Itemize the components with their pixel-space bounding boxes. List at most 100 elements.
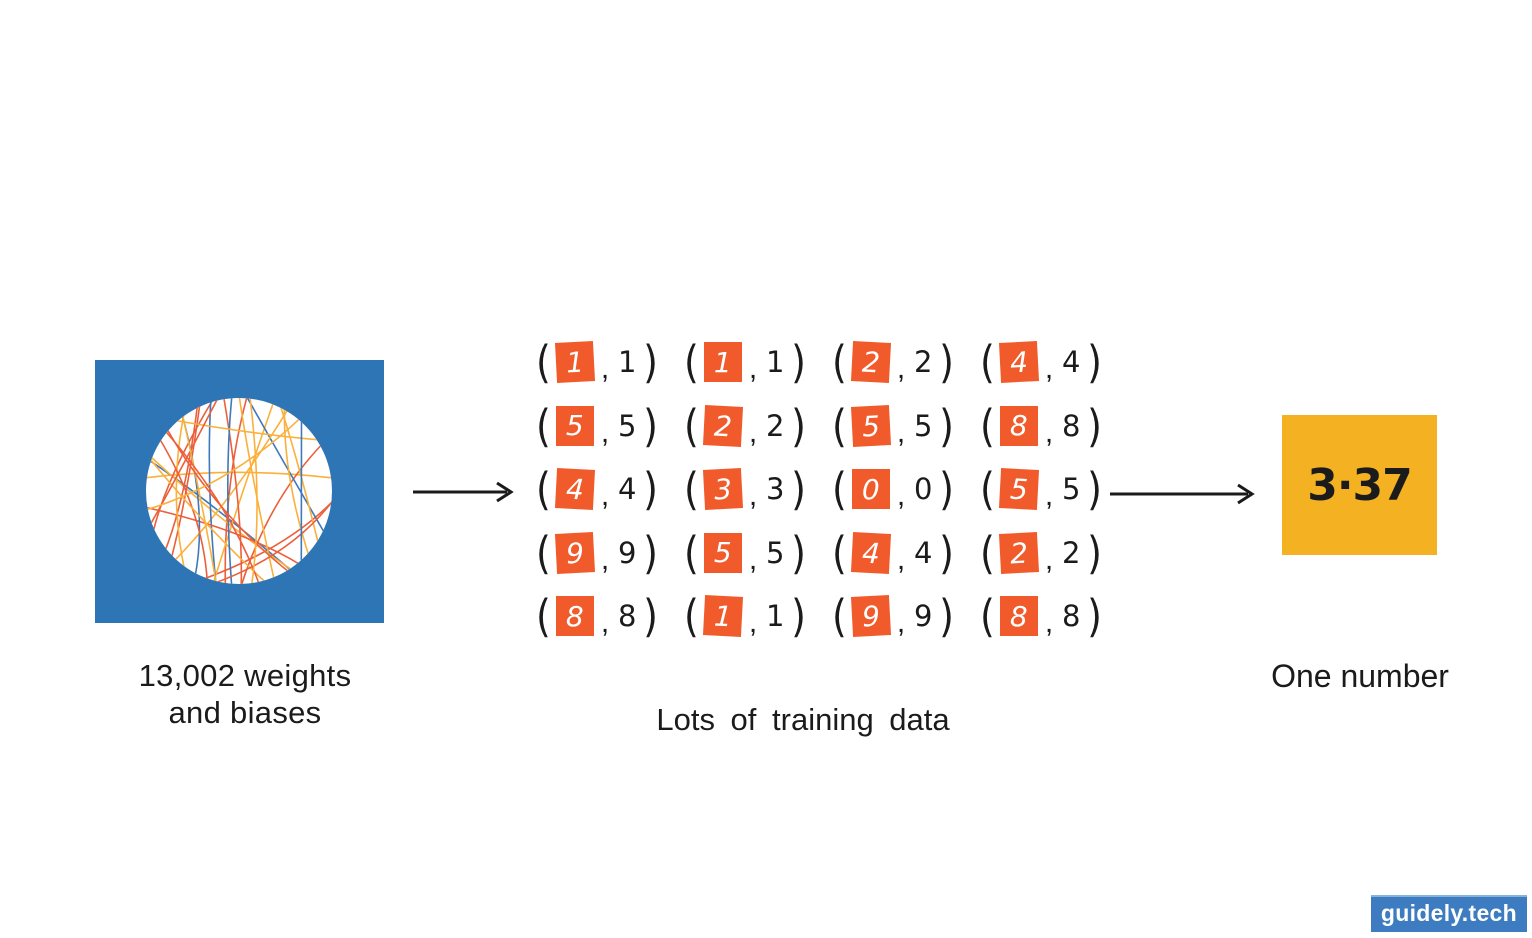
open-paren: ( xyxy=(980,590,995,642)
comma: , xyxy=(600,352,610,385)
handwritten-digit-image: 0 xyxy=(851,469,890,509)
digit-label: 8 xyxy=(1061,408,1081,443)
training-pair: (5,5) xyxy=(829,399,957,452)
arrow-right-icon xyxy=(1110,483,1255,505)
handwritten-digit-image: 8 xyxy=(555,596,594,636)
training-pair: (4,4) xyxy=(533,463,661,515)
comma: , xyxy=(748,542,758,576)
open-paren: ( xyxy=(832,590,847,642)
training-pair: (2,2) xyxy=(829,336,957,388)
handwritten-digit-image: 4 xyxy=(998,341,1039,383)
open-paren: ( xyxy=(684,590,699,642)
handwritten-digit-image: 2 xyxy=(998,531,1039,574)
digit-label: 1 xyxy=(617,345,637,379)
training-caption: Lots of training data xyxy=(656,702,950,737)
comma: , xyxy=(748,415,758,449)
digit-label: 4 xyxy=(913,535,933,570)
training-pair: (8,8) xyxy=(977,399,1105,452)
open-paren: ( xyxy=(684,463,699,515)
comma: , xyxy=(600,542,610,576)
training-row: (8,8)(1,1)(9,9)(8,8) xyxy=(533,590,1125,642)
open-paren: ( xyxy=(536,590,551,642)
handwritten-digit-image: 5 xyxy=(703,532,742,573)
comma: , xyxy=(896,542,906,576)
digit-label: 5 xyxy=(913,408,933,443)
open-paren: ( xyxy=(536,463,551,515)
training-row: (9,9)(5,5)(4,4)(2,2) xyxy=(533,526,1125,579)
handwritten-digit-image: 1 xyxy=(554,341,595,383)
handwritten-digit-image: 1 xyxy=(703,342,742,382)
training-pair: (5,5) xyxy=(533,399,661,452)
training-pair: (9,9) xyxy=(829,590,957,642)
open-paren: ( xyxy=(980,526,995,579)
handwritten-digit-image: 5 xyxy=(850,404,891,447)
network-illustration xyxy=(146,398,332,584)
close-paren: ) xyxy=(1087,526,1102,579)
comma: , xyxy=(1044,542,1054,576)
digit-label: 2 xyxy=(913,345,933,379)
open-paren: ( xyxy=(980,463,995,515)
comma: , xyxy=(1044,606,1054,639)
comma: , xyxy=(600,479,610,512)
handwritten-digit-image: 8 xyxy=(999,405,1038,446)
training-pair: (5,5) xyxy=(977,463,1105,515)
training-pair: (3,3) xyxy=(681,463,809,515)
digit-label: 4 xyxy=(617,472,637,506)
output-box: 3·37 xyxy=(1282,415,1437,555)
open-paren: ( xyxy=(536,526,551,579)
digit-label: 2 xyxy=(1061,535,1081,570)
open-paren: ( xyxy=(980,336,995,388)
tangle-lines xyxy=(146,398,332,584)
training-pair: (9,9) xyxy=(533,526,661,579)
close-paren: ) xyxy=(939,336,954,388)
digit-label: 9 xyxy=(617,535,637,570)
close-paren: ) xyxy=(791,399,806,452)
close-paren: ) xyxy=(643,526,658,579)
digit-label: 8 xyxy=(617,599,637,633)
comma: , xyxy=(896,479,906,512)
close-paren: ) xyxy=(1087,336,1102,388)
open-paren: ( xyxy=(980,399,995,452)
close-paren: ) xyxy=(643,590,658,642)
open-paren: ( xyxy=(684,399,699,452)
training-pair: (1,1) xyxy=(681,590,809,642)
digit-label: 1 xyxy=(765,345,785,379)
handwritten-digit-image: 8 xyxy=(999,596,1038,636)
close-paren: ) xyxy=(643,463,658,515)
close-paren: ) xyxy=(1087,463,1102,515)
close-paren: ) xyxy=(1087,399,1102,452)
handwritten-digit-image: 1 xyxy=(702,595,743,637)
training-pair: (4,4) xyxy=(977,336,1105,388)
close-paren: ) xyxy=(939,463,954,515)
handwritten-digit-image: 4 xyxy=(554,468,595,510)
comma: , xyxy=(896,352,906,385)
digit-label: 5 xyxy=(765,535,785,570)
handwritten-digit-image: 9 xyxy=(554,531,595,574)
close-paren: ) xyxy=(791,590,806,642)
training-pair: (2,2) xyxy=(681,399,809,452)
training-pair: (0,0) xyxy=(829,463,957,515)
comma: , xyxy=(748,479,758,512)
open-paren: ( xyxy=(832,399,847,452)
handwritten-digit-image: 9 xyxy=(850,595,891,637)
open-paren: ( xyxy=(832,336,847,388)
close-paren: ) xyxy=(791,526,806,579)
weights-label-line1: 13,002 weights xyxy=(138,658,352,693)
close-paren: ) xyxy=(791,463,806,515)
handwritten-digit-image: 2 xyxy=(850,341,891,383)
close-paren: ) xyxy=(939,590,954,642)
training-pair: (1,1) xyxy=(681,336,809,388)
handwritten-digit-image: 2 xyxy=(702,404,743,447)
training-data: (1,1)(1,1)(2,2)(4,4)(5,5)(2,2)(5,5)(8,8)… xyxy=(533,340,1125,658)
digit-label: 0 xyxy=(913,472,933,506)
training-row: (4,4)(3,3)(0,0)(5,5) xyxy=(533,463,1125,515)
comma: , xyxy=(600,606,610,639)
open-paren: ( xyxy=(536,399,551,452)
digit-label: 4 xyxy=(1061,345,1081,379)
close-paren: ) xyxy=(791,336,806,388)
output-value: 3·37 xyxy=(1307,459,1413,511)
comma: , xyxy=(896,415,906,449)
open-paren: ( xyxy=(832,463,847,515)
comma: , xyxy=(748,352,758,385)
